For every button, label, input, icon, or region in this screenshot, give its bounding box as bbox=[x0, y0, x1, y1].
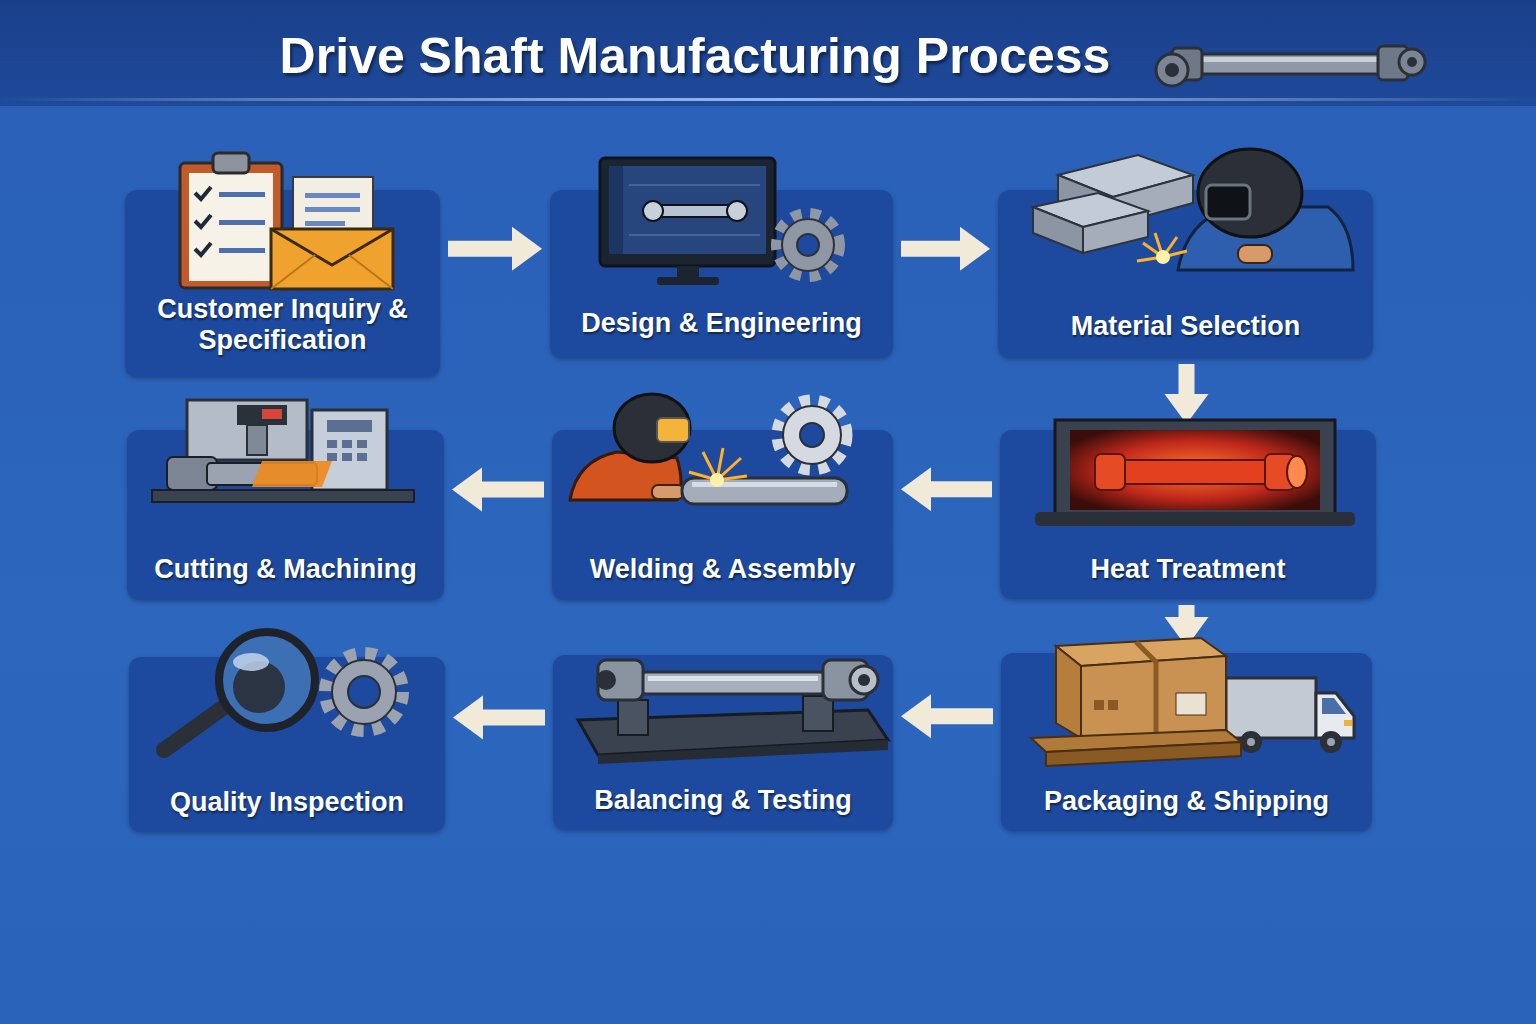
arrow-shaft bbox=[1179, 605, 1195, 619]
arrow-shaft bbox=[480, 482, 544, 498]
header-rule bbox=[0, 98, 1536, 101]
arrow-shaft bbox=[901, 241, 962, 257]
inspection-icon bbox=[149, 632, 439, 757]
step-label: Heat Treatment bbox=[1010, 554, 1366, 585]
arrow-head bbox=[901, 467, 931, 511]
process-box: Cutting & Machining bbox=[127, 430, 444, 600]
process-box: Welding & Assembly bbox=[552, 430, 893, 600]
flow-arrow bbox=[901, 227, 990, 271]
process-box: Balancing & Testing bbox=[553, 655, 893, 830]
step-label: Material Selection bbox=[1008, 311, 1363, 342]
lathe-icon bbox=[152, 395, 422, 510]
arrow-shaft bbox=[929, 708, 993, 724]
flow-arrow bbox=[901, 694, 993, 738]
flow-arrow bbox=[1165, 364, 1209, 424]
arrow-head bbox=[453, 696, 483, 740]
arrow-shaft bbox=[448, 241, 514, 257]
arrow-head bbox=[960, 227, 990, 271]
arrow-head bbox=[512, 227, 542, 271]
flow-arrow bbox=[453, 696, 545, 740]
step-label: Design & Engineering bbox=[560, 308, 883, 339]
flow-arrow bbox=[452, 468, 544, 512]
step-label: Cutting & Machining bbox=[137, 554, 434, 585]
process-box: Material Selection bbox=[998, 190, 1373, 358]
arrow-head bbox=[452, 468, 482, 512]
step-label: Quality Inspection bbox=[139, 787, 435, 818]
step-label: Customer Inquiry & Specification bbox=[135, 294, 430, 356]
clipboard-icon bbox=[175, 145, 405, 290]
process-box: Heat Treatment bbox=[1000, 430, 1376, 599]
diagram-title: Drive Shaft Manufacturing Process bbox=[230, 26, 1160, 86]
shipping-icon bbox=[1026, 638, 1366, 768]
arrow-head bbox=[901, 694, 931, 738]
process-box: Customer Inquiry & Specification bbox=[125, 190, 440, 377]
step-label: Welding & Assembly bbox=[562, 554, 883, 585]
furnace-icon bbox=[1035, 420, 1355, 530]
flow-arrow bbox=[448, 227, 542, 271]
arrow-shaft bbox=[481, 710, 545, 726]
welding-icon bbox=[567, 390, 877, 510]
step-label: Packaging & Shipping bbox=[1011, 786, 1362, 817]
material-icon bbox=[1028, 145, 1368, 275]
process-box: Design & Engineering bbox=[550, 190, 893, 358]
balancing-icon bbox=[568, 650, 898, 765]
arrow-shaft bbox=[1179, 364, 1195, 396]
cad-monitor-icon bbox=[595, 155, 855, 290]
process-box: Quality Inspection bbox=[129, 657, 445, 832]
drive-shaft-logo bbox=[1150, 28, 1430, 103]
step-label: Balancing & Testing bbox=[563, 785, 883, 816]
process-box: Packaging & Shipping bbox=[1001, 653, 1372, 831]
flow-arrow bbox=[901, 467, 992, 511]
arrow-shaft bbox=[929, 481, 992, 497]
